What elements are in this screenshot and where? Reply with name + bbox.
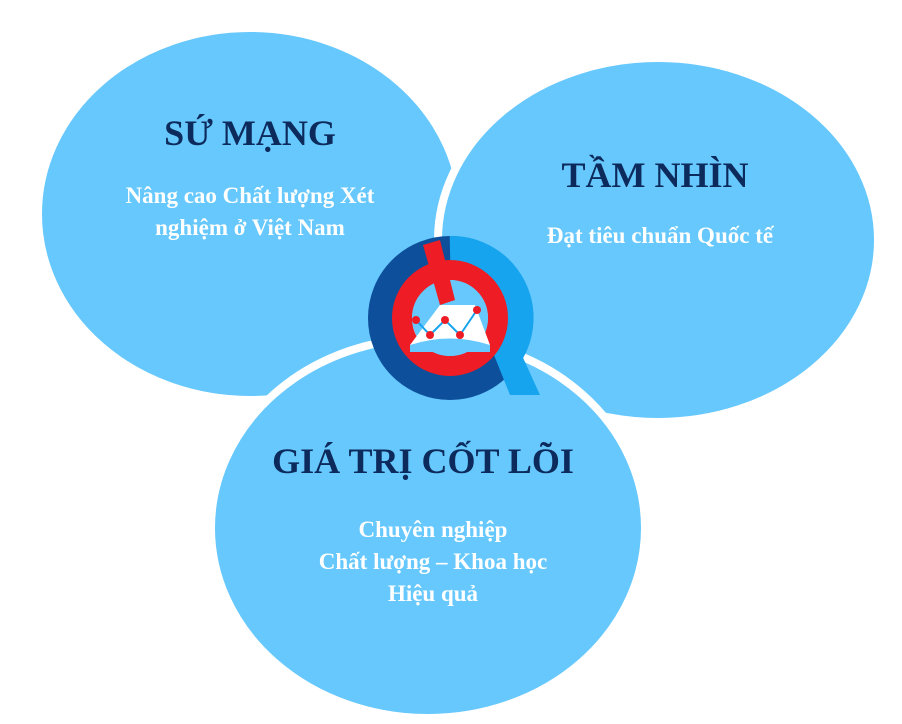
vision-title: TẦM NHÌN bbox=[561, 155, 749, 195]
mission-line: nghiệm ở Việt Nam bbox=[155, 215, 345, 240]
qc-logo-icon bbox=[368, 235, 540, 400]
mission-text: Nâng cao Chất lượng Xét nghiệm ở Việt Na… bbox=[80, 180, 420, 244]
values-line: Hiệu quả bbox=[387, 581, 479, 606]
values-text: Chuyên nghiệp Chất lượng – Khoa học Hiệu… bbox=[263, 514, 603, 610]
mission-title: SỨ MẠNG bbox=[164, 113, 336, 153]
values-title: GIÁ TRỊ CỐT LÕI bbox=[272, 441, 574, 481]
values-line: Chuyên nghiệp bbox=[358, 517, 508, 542]
mission-line: Nâng cao Chất lượng Xét bbox=[125, 183, 375, 208]
values-line: Chất lượng – Khoa học bbox=[318, 549, 548, 574]
vision-text: Đạt tiêu chuẩn Quốc tế bbox=[546, 223, 774, 248]
